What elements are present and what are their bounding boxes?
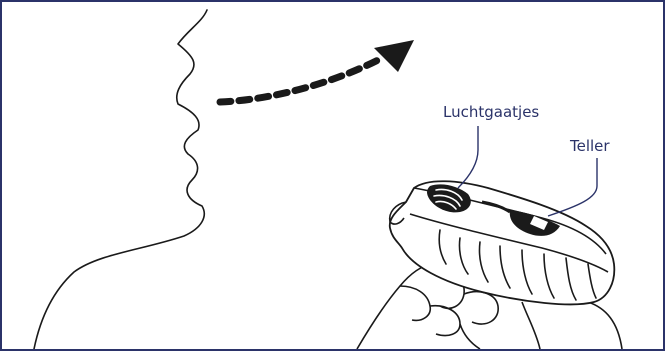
air-holes-label: Luchtgaatjes — [443, 103, 539, 121]
thumb-right — [588, 302, 622, 349]
finger-1 — [400, 286, 430, 320]
finger-2 — [430, 306, 460, 336]
counter-label: Teller — [570, 137, 610, 155]
hand-right — [522, 302, 540, 349]
leader-air-holes — [458, 126, 478, 188]
arrow-head-icon — [374, 40, 414, 72]
leader-counter — [548, 158, 597, 216]
palm-edge — [460, 324, 480, 349]
inhaler-body — [390, 181, 615, 304]
exhale-arrow-icon — [220, 58, 382, 102]
hand-left — [357, 264, 432, 349]
finger-4 — [464, 292, 498, 324]
face-profile — [34, 10, 207, 349]
